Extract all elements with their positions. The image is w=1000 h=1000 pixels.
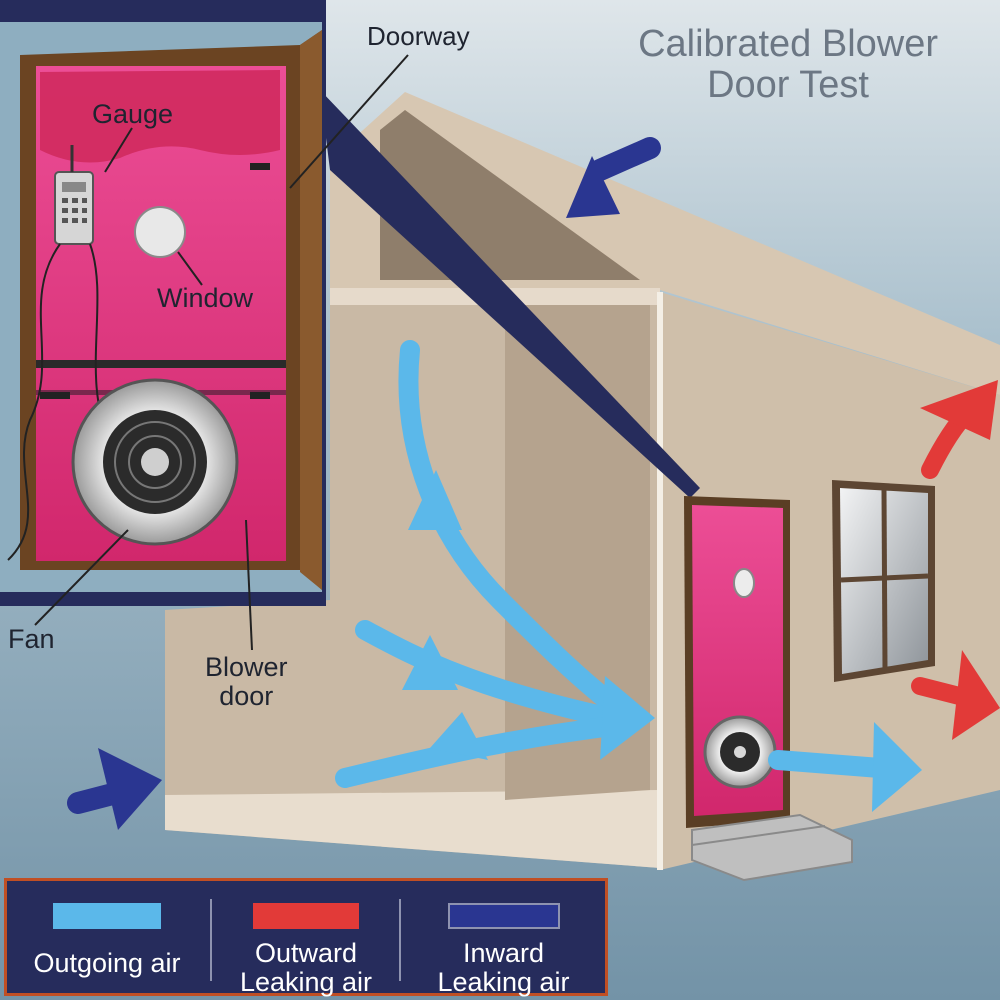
legend-inward-label-line-1: Inward [462,938,545,968]
legend-outgoing-air-label: Outgoing air [33,948,181,978]
legend-outward-label-line-1: Outward [254,938,358,968]
outgoing-air-heads [402,470,922,812]
legend-item-outward-leaking-air: Outward Leaking air [213,881,399,997]
window-label: Window [157,283,254,313]
floor [165,790,660,868]
blower-door-label-line-1: Blower [205,652,288,682]
inset-panel [0,0,409,651]
title-line-1: Calibrated Blower [638,23,938,65]
legend-outward-label-line-2: Leaking air [239,967,373,998]
gauge-label: Gauge [92,99,174,129]
title-line-2: Door Test [707,64,869,107]
legend-swatch-inward-leaking-air [448,903,560,929]
legend-item-outgoing-air: Outgoing air [7,881,207,993]
outward-air-arrows [911,380,1000,740]
diagram-title: Calibrated Blower Door Test [638,23,938,107]
blower-door-label: Blower door [205,652,288,712]
legend-swatch-outward-leaking-air [253,903,359,929]
house-window [832,480,935,682]
legend-divider [210,899,212,981]
callout-wedge [320,90,700,498]
back-room-wall [505,305,650,800]
legend: Outgoing air Outward Leaking air Inward … [4,878,608,997]
legend-divider [399,899,401,981]
doorway-label: Doorway [367,21,470,51]
blower-door-label-line-2: door [219,681,274,712]
inset-fan [71,378,239,546]
legend-item-inward-leaking-air: Inward Leaking air [402,881,605,997]
gauge-hose [7,243,61,561]
house-blower-door [684,496,790,828]
legend-inward-label-line-2: Leaking air [437,967,570,998]
entry-steps [691,813,853,882]
inward-air-arrows [67,137,661,830]
inset-window [134,206,186,258]
gauge-device [54,145,94,245]
roof-slope [330,92,1000,395]
door-shroud [40,70,280,163]
fan-label: Fan [8,624,55,654]
legend-swatch-outgoing-air [53,903,161,929]
